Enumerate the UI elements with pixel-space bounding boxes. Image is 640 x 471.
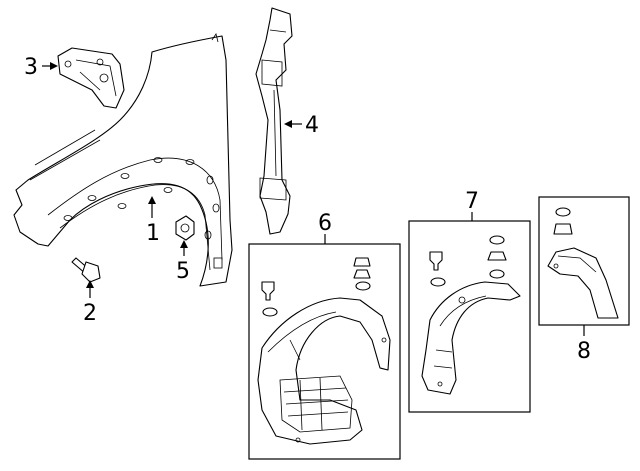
callout-3: 3 <box>24 55 38 80</box>
callout-8: 8 <box>577 339 591 364</box>
callout-4: 4 <box>305 113 319 138</box>
fender-bracket <box>57 47 125 109</box>
callout-2: 2 <box>83 301 97 326</box>
callout-1: 1 <box>146 221 160 246</box>
fender-slots <box>63 157 220 240</box>
liner-box-6 <box>248 243 401 460</box>
fender-panel <box>13 33 233 287</box>
bolt-part <box>71 257 101 283</box>
callout-7: 7 <box>465 189 479 214</box>
callout-labels: 1 2 3 4 5 6 7 8 <box>24 55 591 364</box>
shield-box-8 <box>538 196 630 326</box>
fender-insulator <box>255 7 293 235</box>
nut-part <box>175 215 195 241</box>
callout-6: 6 <box>318 211 332 236</box>
callout-5: 5 <box>176 259 190 284</box>
liner-box-7 <box>408 220 531 413</box>
leader-lines <box>42 62 585 336</box>
